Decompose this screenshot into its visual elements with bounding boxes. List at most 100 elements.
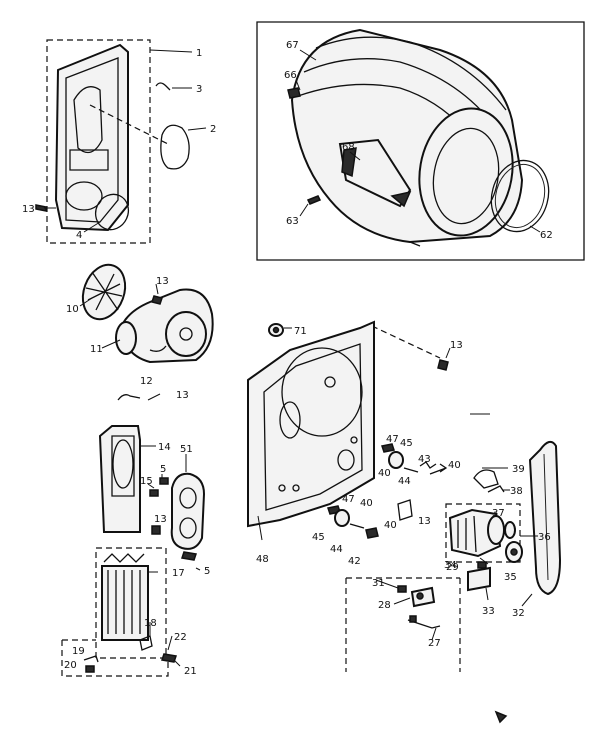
motor-pulley-36 [504, 521, 516, 539]
screw-13-blower [151, 295, 163, 305]
heater-element [101, 553, 149, 641]
screw-21 [161, 653, 177, 663]
bearing-71-center [272, 326, 280, 334]
callout-42: 42 [348, 556, 361, 567]
drive-belt-inner [543, 453, 549, 581]
screw-13-panel [437, 359, 449, 371]
screw-5-lower [181, 551, 197, 561]
bearing-45-upper [388, 451, 404, 469]
callout-14: 14 [158, 442, 171, 453]
drum-base-arrow [409, 241, 421, 247]
switch-lever-27-tab [409, 615, 417, 623]
callout-40-b: 40 [448, 460, 461, 471]
callout-37: 37 [492, 508, 505, 519]
callout-40-c: 40 [360, 498, 373, 509]
callout-1: 1 [196, 48, 202, 59]
callout-4: 4 [76, 230, 82, 241]
switch-group-box [345, 577, 461, 672]
callout-3: 3 [196, 84, 202, 95]
callout-20: 20 [64, 660, 77, 671]
clamp-39 [473, 469, 499, 489]
bearing-45-lower [334, 509, 350, 527]
clip-34 [477, 561, 487, 569]
front-panel-leader [89, 104, 171, 146]
callout-17: 17 [172, 568, 185, 579]
callout-5-upper: 5 [160, 464, 166, 475]
spring-43 [419, 461, 437, 469]
clamp-12 [117, 394, 141, 401]
callout-5-lower: 5 [204, 566, 210, 577]
stray-mark [494, 710, 508, 724]
callout-2: 2 [210, 124, 216, 135]
clamp-39-b [487, 485, 505, 493]
heater-bottom-box [61, 639, 169, 677]
thermostat-bracket [170, 472, 206, 550]
door-seal-gasket [94, 193, 130, 231]
callout-34: 34 [444, 560, 457, 571]
heater-box [98, 425, 141, 533]
callout-27: 27 [428, 638, 441, 649]
callout-13-panel: 13 [450, 340, 463, 351]
callout-47-lower: 47 [342, 494, 355, 505]
front-panel [54, 43, 129, 232]
front-panel-group-box [46, 39, 151, 244]
callout-39: 39 [512, 464, 525, 475]
callout-11: 11 [90, 344, 103, 355]
drum-rear-seal [490, 159, 550, 233]
callout-48: 48 [256, 554, 269, 565]
callout-38: 38 [510, 486, 523, 497]
callout-45-lower: 45 [312, 532, 325, 543]
drive-motor [448, 508, 505, 558]
callout-43: 43 [418, 454, 431, 465]
callout-63: 63 [286, 216, 299, 227]
callout-40-a: 40 [378, 468, 391, 479]
switch-28-button [416, 592, 424, 600]
callout-68: 68 [342, 142, 355, 153]
seal-ring [160, 124, 190, 170]
callout-67: 67 [286, 40, 299, 51]
motor-mount-33 [467, 566, 491, 592]
bracket-40-mid [397, 499, 413, 521]
callout-12: 12 [140, 376, 153, 387]
callout-62: 62 [540, 230, 553, 241]
idler-pulley-35-hub [510, 548, 518, 556]
callout-15: 15 [140, 476, 153, 487]
callout-32: 32 [512, 608, 525, 619]
callout-13-clamp: 13 [176, 390, 189, 401]
drive-belt [528, 440, 562, 596]
drum-rear-seal-inner [494, 163, 546, 229]
callout-13-front: 13 [22, 204, 35, 215]
bracket-18 [139, 635, 153, 651]
drum-group-box [256, 21, 585, 261]
callout-31: 31 [372, 578, 385, 589]
arrow-40-upper [429, 463, 448, 475]
blower-wheel [81, 263, 127, 321]
callout-10: 10 [66, 304, 79, 315]
callout-44-lower: 44 [330, 544, 343, 555]
callout-labels: 1 3 2 13 4 67 66 68 63 62 13 10 11 12 13… [22, 40, 553, 677]
callout-22: 22 [174, 632, 187, 643]
heater-group-box [95, 547, 167, 659]
callout-47-upper: 47 [386, 434, 399, 445]
callout-18: 18 [144, 618, 157, 629]
nut-15 [149, 489, 159, 497]
blower-housing [115, 288, 214, 364]
screw-42 [365, 527, 379, 539]
callout-44-upper: 44 [398, 476, 411, 487]
clip-19 [83, 655, 99, 663]
screw-5-upper [159, 477, 169, 485]
screw-63 [306, 195, 322, 205]
callout-36: 36 [538, 532, 551, 543]
shaft-44-lower [349, 523, 365, 529]
callout-40-d: 40 [384, 520, 397, 531]
callout-21: 21 [184, 666, 197, 677]
screw-20 [85, 665, 95, 673]
screw-13-heater [151, 525, 161, 535]
motor-group-box [445, 503, 521, 563]
callout-13-heater: 13 [154, 514, 167, 525]
callout-29: 29 [446, 562, 459, 573]
callout-28: 28 [378, 600, 391, 611]
callout-51: 51 [180, 444, 193, 455]
callout-45-upper: 45 [400, 438, 413, 449]
shaft-44-upper [403, 467, 419, 473]
